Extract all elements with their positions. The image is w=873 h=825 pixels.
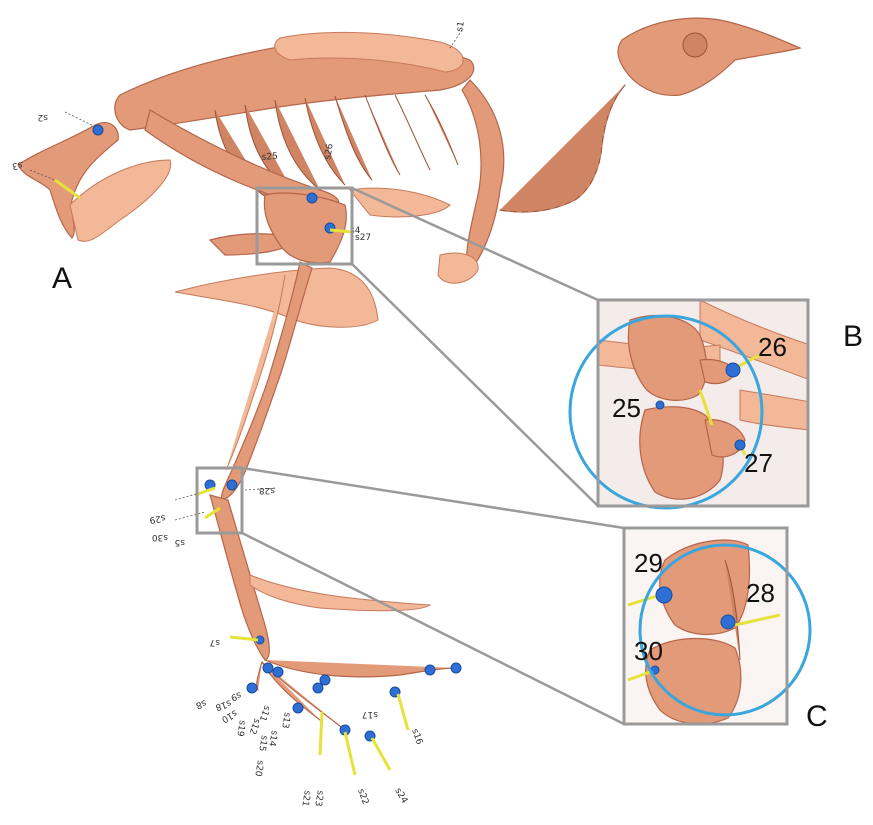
neck-vertebrae	[500, 85, 625, 212]
label-s22: s22	[355, 788, 370, 807]
panel-label-b: B	[843, 320, 863, 354]
label-s27: s27	[355, 233, 371, 243]
label-s2: s2	[38, 112, 48, 122]
label-s3: s3	[11, 159, 23, 171]
label-s12: s12	[247, 717, 262, 736]
label-s15: s15	[256, 734, 269, 752]
label-s5: s5	[175, 537, 185, 547]
inset-c-label-30: 30	[634, 636, 663, 667]
panel-label-a: A	[52, 262, 72, 296]
label-s23: s23	[312, 789, 325, 807]
panel-label-c: C	[806, 700, 828, 734]
inset-b-label-27: 27	[744, 448, 773, 479]
leader-c-top	[242, 468, 624, 528]
label-s21: s21	[299, 789, 312, 807]
inset-b-label-26: 26	[758, 332, 787, 363]
inset-b-label-25: 25	[612, 393, 641, 424]
inset-c-label-29: 29	[634, 548, 663, 579]
label-s17: s17	[362, 709, 378, 719]
label-s30: s30	[152, 532, 168, 542]
inset-c-label-28: 28	[746, 578, 775, 609]
label-s28: s28	[259, 485, 275, 495]
label-s26: s26	[323, 143, 336, 161]
leader-b-bottom	[352, 264, 598, 506]
label-s1: s1	[455, 21, 467, 33]
label-s8: s8	[194, 697, 207, 710]
label-s25: s25	[261, 152, 278, 163]
label-s16: s16	[409, 728, 424, 747]
label-s7: s7	[210, 637, 220, 647]
label-s19: s19	[234, 719, 247, 737]
label-s29: s29	[148, 512, 166, 525]
label-s13: s13	[279, 711, 292, 729]
label-s20: s20	[252, 759, 265, 777]
label-s24: s24	[392, 787, 409, 806]
